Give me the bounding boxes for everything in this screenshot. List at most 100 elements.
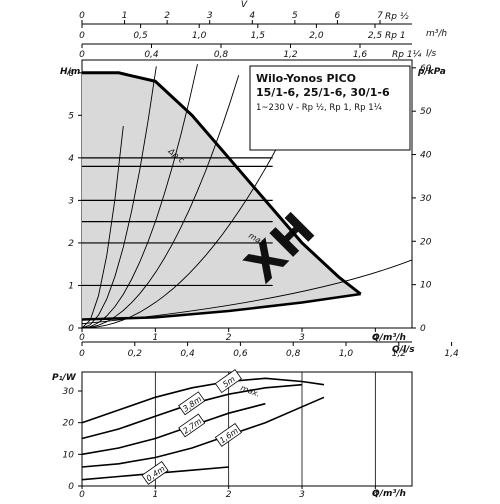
header-m3h-tick-label: 0 <box>79 31 85 41</box>
hq-xlabel: Q/m³/h <box>372 333 406 343</box>
hq-x-tick-label: 0 <box>79 333 85 343</box>
hq-x-tick-label: 3 <box>299 333 305 343</box>
power-series-label-group: 3,8m <box>178 391 206 416</box>
info-subtitle: 1~230 V - Rp ½, Rp 1, Rp 1¼ <box>256 103 382 113</box>
power-series-line <box>81 396 325 468</box>
header-unit-v: V <box>241 0 248 10</box>
power-y-tick-label: 10 <box>63 450 75 460</box>
power-x-tick-label: 0 <box>79 490 85 500</box>
hq-max-curve <box>82 71 362 296</box>
power-ylabel: P₁/W <box>52 373 77 383</box>
header-v-tick-label: 0 <box>79 11 85 21</box>
header-m3h-tick-label: 2,5 <box>368 31 383 41</box>
flow-ls-ticks: 0 0,2 0,4 0,6 0,8 1,0 1,2 1,4 <box>79 342 459 359</box>
header-ls-tick-label: 1,6 <box>353 50 368 60</box>
flow-ls-tick-label: 1,4 <box>444 349 459 359</box>
power-series-label-box <box>178 413 206 438</box>
hq-x-ticks: 0 1 2 3 4 <box>79 328 378 343</box>
info-title-1: Wilo-Yonos PICO <box>256 72 356 85</box>
flow-ls-tick-label: 0,6 <box>233 349 248 359</box>
power-series-label-group: 2,7m <box>178 413 206 438</box>
power-series-label-box <box>141 460 169 485</box>
header-ls-tick-label: 0,4 <box>144 50 159 60</box>
power-series-label-box <box>214 369 242 394</box>
header-v-tick-label: 5 <box>292 11 298 21</box>
header-v-tick-label: 6 <box>335 11 341 21</box>
power-series-line <box>81 377 325 424</box>
header-m3h-tick-label: 1,0 <box>192 31 207 41</box>
power-x-tick-label: 2 <box>226 490 232 500</box>
header-unit-ls: l/s <box>426 49 437 59</box>
header-v-tick-label: 3 <box>207 11 213 21</box>
power-x-tick-label: 3 <box>299 490 305 500</box>
hq-constant-pressure-lines <box>82 157 273 287</box>
power-series-label-box <box>178 391 206 416</box>
header-v-tick-label: 1 <box>122 11 128 21</box>
hq-system-curve <box>81 64 198 329</box>
power-y-tick-label: 0 <box>68 482 74 492</box>
header-ls-tick-label: 0 <box>79 50 85 60</box>
hq-y-right-tick-label: 60 <box>420 64 432 74</box>
info-title-2: 15/1-6, 25/1-6, 30/1-6 <box>256 86 390 99</box>
power-y-tick-label: 20 <box>63 419 75 429</box>
hq-y-right-tick-label: 10 <box>420 281 432 291</box>
hq-x-tick-label: 4 <box>372 333 378 343</box>
hq-operating-area <box>82 72 361 320</box>
flow-ls-tick-label: 1,2 <box>392 349 407 359</box>
header-m3h-tick-label: 0,5 <box>133 31 148 41</box>
hq-system-curve <box>81 74 314 329</box>
power-xlabel: Q/m³/h <box>372 489 406 499</box>
power-x-ticks: 0 1 2 3 4 <box>79 486 378 500</box>
power-y-ticks: 0 10 20 30 <box>63 387 82 492</box>
power-series-line <box>81 402 266 456</box>
header-v-tick-label: 4 <box>249 11 255 21</box>
header-rp-1-quarter: Rp 1¼ <box>392 50 422 60</box>
hq-y-tick-label: 2 <box>68 239 74 249</box>
hq-ylabel: H/m <box>60 67 80 77</box>
hq-x-tick-label: 2 <box>226 333 232 343</box>
header-v-tick-label: 7 <box>377 11 383 21</box>
header-v-tick-label: 2 <box>164 11 170 21</box>
hq-y-tick-label: 5 <box>68 111 74 121</box>
flow-ls-label: Q/l/s <box>392 345 415 355</box>
header-ls-tick-label: 1,2 <box>283 50 298 60</box>
flow-ls-tick-label: 1,0 <box>339 349 354 359</box>
flow-ls-scale: 0 0,2 0,4 0,6 0,8 1,0 1,2 1,4 Q/l/s <box>79 341 459 359</box>
info-box <box>249 65 411 151</box>
hq-y-tick-label: 0 <box>68 324 74 334</box>
power-label-max: max. <box>239 383 261 398</box>
hq-y-tick-label: 6 <box>68 69 74 79</box>
header-rp-1: Rp 1 <box>385 31 406 41</box>
hq-x-tick-label: 1 <box>152 333 158 343</box>
flow-ls-tick-label: 0 <box>79 349 85 359</box>
hq-y-right-tick-label: 0 <box>420 324 426 334</box>
power-y-tick-label: 30 <box>63 387 75 397</box>
header-m3h-tick-label: 2,0 <box>309 31 324 41</box>
hq-y-right-tick-label: 50 <box>420 107 432 117</box>
header-ls-tick-label: 0,8 <box>214 50 229 60</box>
flow-ls-tick-label: 0,2 <box>128 349 143 359</box>
flow-ls-tick-label: 0,8 <box>286 349 301 359</box>
power-x-tick-label: 4 <box>372 490 378 500</box>
power-plot-frame <box>81 371 413 487</box>
hq-ylabel-right: p/kPa <box>417 67 446 77</box>
hq-y-tick-label: 3 <box>68 196 74 206</box>
header-unit-m3h: m³/h <box>426 29 447 39</box>
power-series-label-box <box>214 422 242 447</box>
flow-ls-tick-label: 0,4 <box>180 349 195 359</box>
hq-system-curve <box>81 126 124 329</box>
power-x-tick-label: 1 <box>152 490 158 500</box>
hq-y-right-tick-label: 40 <box>420 151 432 161</box>
hq-min-curve <box>81 292 361 321</box>
hq-y-right-tick-label: 20 <box>420 237 432 247</box>
header-m3h-tick-label: 1,5 <box>251 31 266 41</box>
hq-y-tick-label: 4 <box>68 154 74 164</box>
